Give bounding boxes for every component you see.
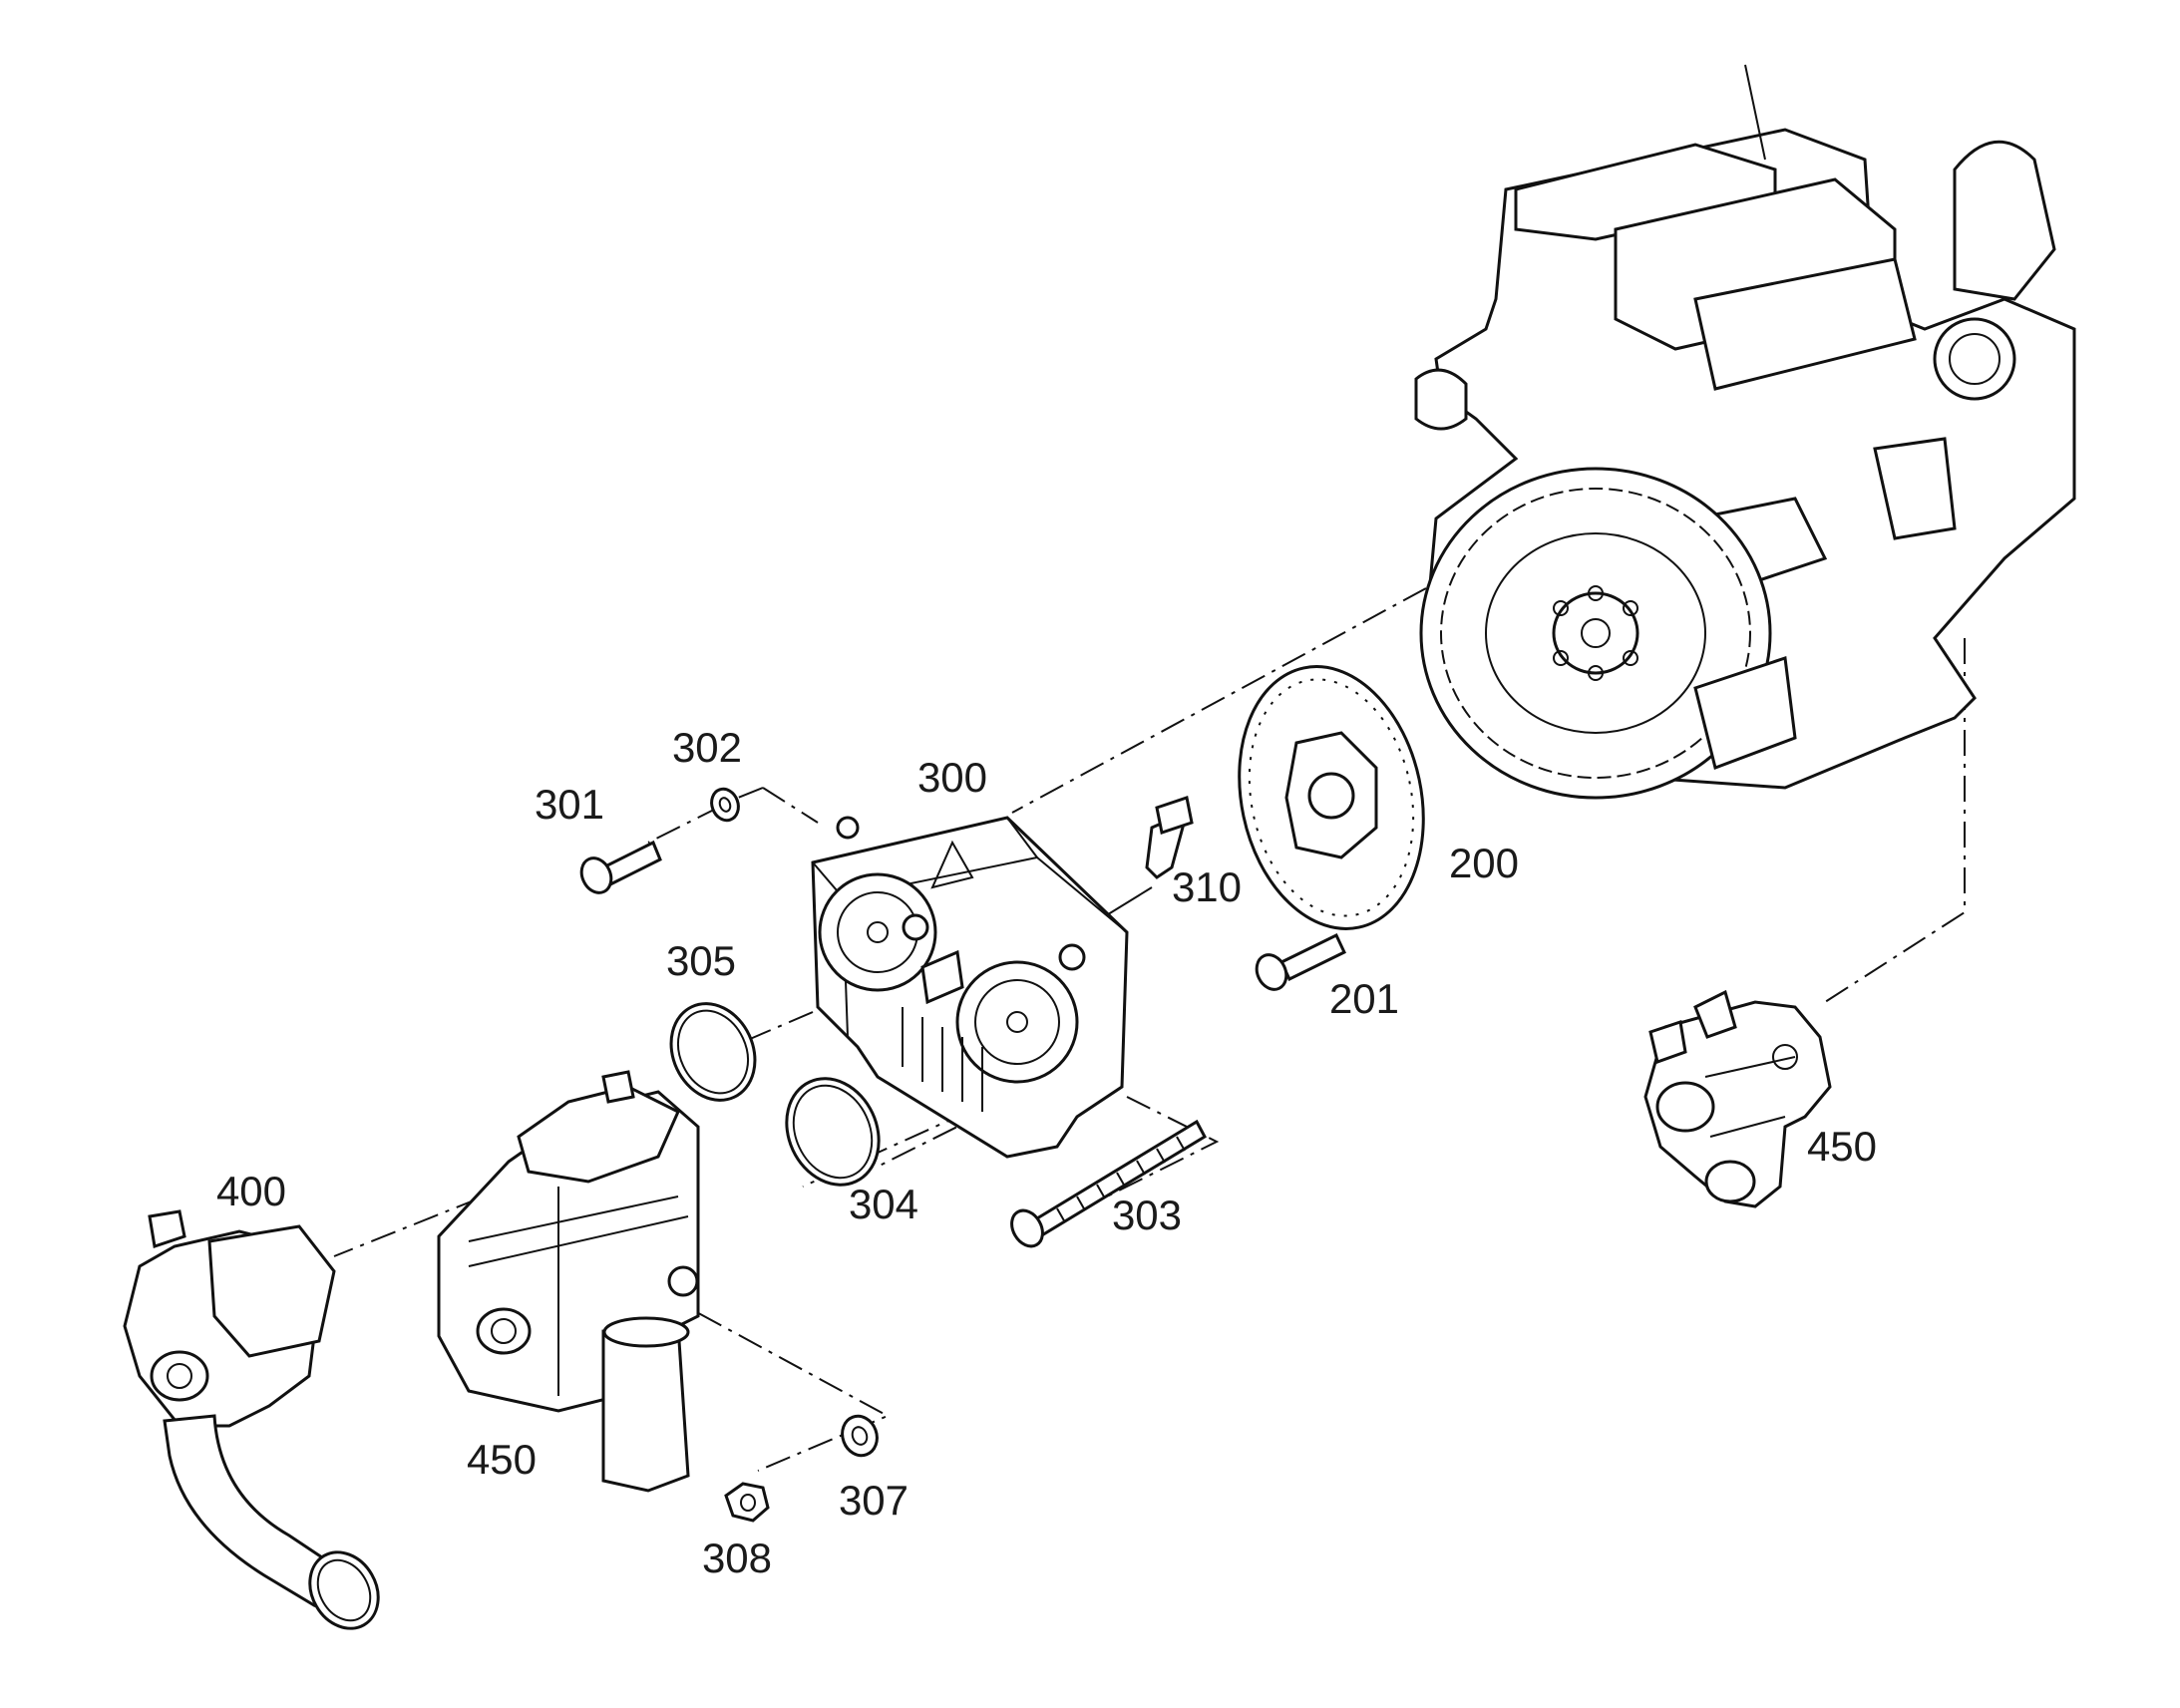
- callout-308: 308: [702, 1535, 772, 1581]
- callout-400: 400: [216, 1168, 286, 1214]
- long-bolt-303: [1010, 1119, 1207, 1248]
- callout-302: 302: [672, 724, 742, 771]
- callout-450-right: 450: [1807, 1123, 1877, 1170]
- callout-450-left: 450: [467, 1436, 537, 1483]
- hydraulic-pump-450-left: [437, 1070, 700, 1493]
- callout-304: 304: [849, 1181, 918, 1227]
- sensor-310: [1145, 796, 1194, 879]
- diesel-engine: [1414, 64, 2076, 800]
- pump-400: [123, 1209, 380, 1630]
- callout-300: 300: [917, 754, 987, 801]
- hydraulic-pump-450-right: [1643, 989, 1832, 1208]
- washer-302: [710, 787, 740, 823]
- callout-301: 301: [535, 781, 604, 828]
- callout-303: 303: [1112, 1192, 1182, 1238]
- callout-310: 310: [1172, 863, 1242, 910]
- nut-308: [724, 1482, 770, 1523]
- o-ring-305: [669, 1002, 757, 1102]
- coupling-disc: [1238, 665, 1425, 930]
- callout-201: 201: [1329, 975, 1399, 1022]
- o-ring-304: [785, 1077, 881, 1187]
- bolt-301: [579, 840, 662, 894]
- callout-307: 307: [839, 1477, 908, 1524]
- callout-labels: 200 201 300 301 302 303 304 305 307 308 …: [216, 724, 1877, 1581]
- pump-drive-housing: [811, 816, 1129, 1159]
- washer-307: [841, 1414, 879, 1458]
- callout-200: 200: [1449, 840, 1519, 886]
- bolt-201: [1255, 932, 1346, 991]
- callout-305: 305: [666, 937, 736, 984]
